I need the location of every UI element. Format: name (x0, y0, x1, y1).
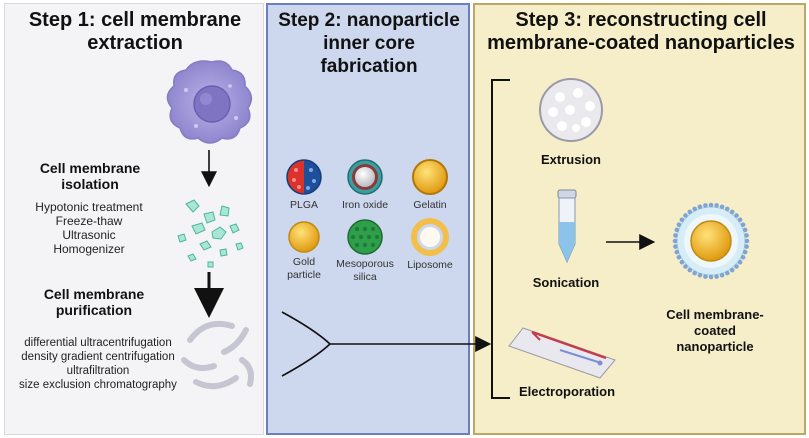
core-label-gold-particle: Gold particle (287, 256, 321, 281)
membrane-bead (734, 213, 739, 218)
core-label-iron-oxide: Iron oxide (341, 199, 389, 211)
membrane-bead (679, 217, 685, 223)
core-label-liposome: Liposome (407, 259, 453, 271)
isolation-method: Hypotonic treatment (35, 200, 143, 214)
purification-method: size exclusion chromatography (19, 379, 177, 391)
membrane-bead (692, 206, 697, 212)
membrane-bead (734, 264, 739, 269)
plga-icon (286, 159, 322, 195)
membrane-bead (703, 203, 708, 208)
merge-line-top (281, 311, 331, 345)
membrane-bead (729, 209, 735, 215)
membrane-bead (687, 267, 693, 273)
purification-method: differential ultracentrifugation (24, 337, 172, 349)
mesoporous-silica-icon (347, 219, 383, 255)
membrane-bead (676, 222, 682, 227)
membrane-bead (740, 222, 746, 227)
purification-method: ultrafiltration (66, 365, 130, 377)
isolation-method: Freeze-thaw (55, 214, 123, 228)
result-label: Cell membrane-coated nanoparticle (666, 307, 764, 354)
membrane-bead (729, 267, 735, 273)
isolation-method: Homogenizer (53, 242, 125, 256)
membrane-bead (714, 203, 719, 208)
extrusion-membrane-icon (539, 78, 603, 142)
membrane-bead (692, 270, 697, 276)
membrane-bead (744, 238, 750, 244)
membrane-bead (697, 204, 703, 210)
core-label-gelatin: Gelatin (413, 199, 447, 211)
gelatin-icon (412, 159, 448, 195)
membrane-bead (697, 272, 703, 278)
membrane-bead (679, 259, 685, 265)
membrane-bead (673, 233, 678, 238)
purification-heading: Cell membrane purification (43, 286, 145, 318)
membrane-bead (672, 238, 678, 244)
core-label-plga: PLGA (289, 199, 318, 211)
membrane-bead (742, 249, 748, 255)
membrane-bead (725, 206, 730, 212)
step2-title: Step 2: nanoparticle inner core fabricat… (278, 10, 460, 77)
step3-title: Step 3: reconstructing cell membrane-coa… (487, 9, 795, 54)
coated-nanoparticle-icon (672, 202, 750, 280)
membrane-fragments-icon (177, 199, 244, 268)
membrane-bead (744, 233, 749, 238)
membrane-bead (683, 213, 688, 218)
membrane-bead (719, 204, 725, 210)
electroporation-icon (508, 327, 616, 379)
membrane-bead (719, 272, 725, 278)
gold-particle-icon (288, 221, 320, 253)
membrane-bead (703, 274, 708, 279)
membrane-bead (674, 249, 680, 255)
sonication-tube-icon (557, 189, 577, 264)
membrane-bead (737, 259, 743, 265)
membrane-bead (708, 274, 714, 280)
step1-title: Step 1: cell membrane extraction (28, 9, 242, 54)
merge-line-bottom (281, 343, 331, 377)
purification-method: density gradient centrifugation (21, 351, 175, 363)
membrane-bead (673, 244, 678, 249)
membrane-bead (674, 227, 680, 233)
membrane-bead (708, 202, 714, 208)
membrane-bead (676, 254, 682, 260)
method-label-extrusion: Extrusion (541, 152, 601, 167)
membrane-bead (714, 274, 719, 279)
membrane-bead (737, 217, 743, 223)
membrane-bead (687, 209, 693, 215)
purified-membrane-icon (181, 320, 254, 390)
methods-bracket (491, 79, 510, 399)
liposome-icon (411, 218, 449, 256)
membrane-bead (740, 254, 746, 260)
isolation-heading: Cell membrane isolation (39, 160, 141, 192)
membrane-bead (744, 244, 749, 249)
membrane-bead (683, 264, 688, 269)
membrane-bead (742, 227, 748, 233)
iron-oxide-icon (347, 159, 383, 195)
isolation-method: Ultrasonic (62, 228, 116, 242)
membrane-bead (725, 270, 730, 276)
method-label-sonication: Sonication (532, 275, 600, 290)
method-label-electroporation: Electroporation (518, 384, 616, 399)
cell-icon (166, 60, 253, 144)
core-label-mesoporous-silica: Mesoporous silica (336, 258, 394, 283)
step3-panel (473, 3, 806, 435)
